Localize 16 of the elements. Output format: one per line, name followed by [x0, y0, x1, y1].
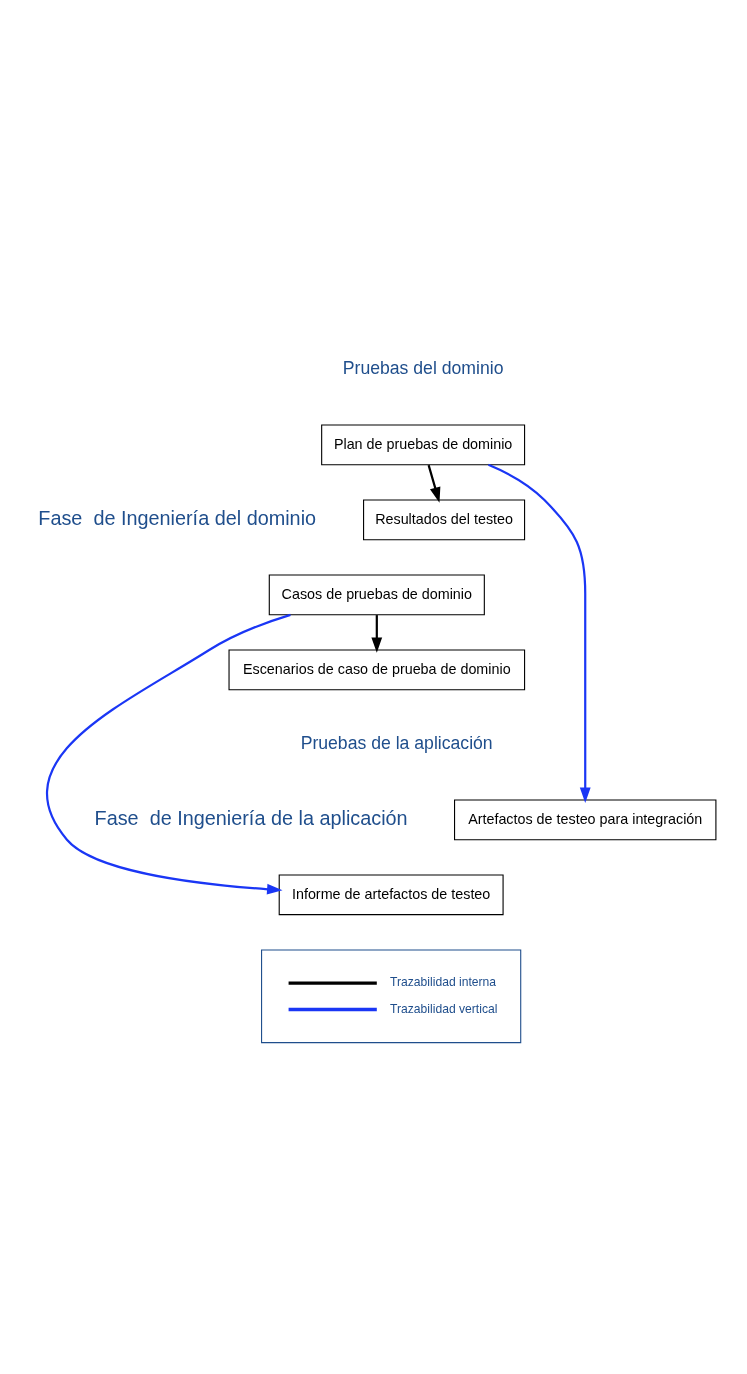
node-box: Resultados del testeo [363, 498, 526, 540]
node-box: Plan de pruebas de dominio [321, 424, 526, 465]
label: Fase de Ingeniería de la aplicación [94, 806, 408, 829]
label: Pruebas del dominio [342, 357, 504, 378]
node-box: Informe de artefactos de testeo [278, 873, 504, 915]
arrow [46, 613, 291, 895]
label: Fase de Ingeniería del dominio [38, 506, 317, 529]
arrow [488, 463, 591, 803]
arrow [371, 614, 383, 653]
legend-label: Trazabilidad vertical [390, 1001, 498, 1016]
node-box: Escenarios de caso de prueba de dominio [228, 648, 526, 690]
label: Pruebas de la aplicación [300, 732, 493, 753]
node-box: Casos de pruebas de dominio [268, 573, 485, 615]
arrow [427, 464, 441, 503]
node-box: Artefactos de testeo para integración [454, 798, 717, 840]
legend-label: Trazabilidad interna [390, 974, 497, 989]
